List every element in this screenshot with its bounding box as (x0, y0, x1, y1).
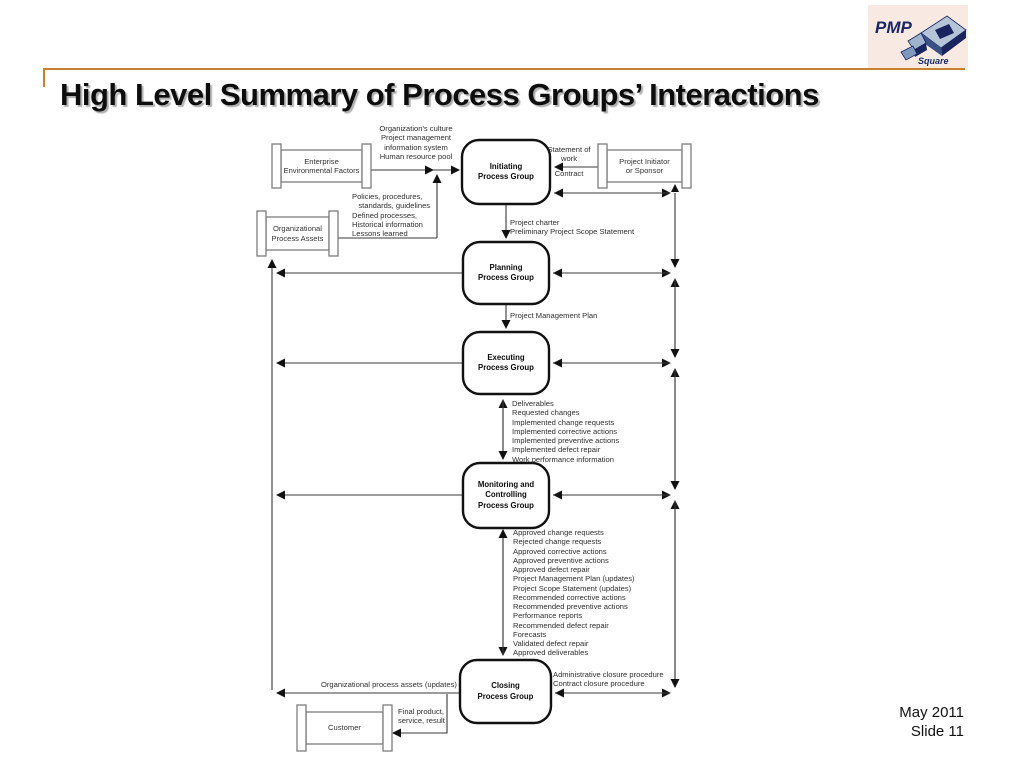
footer-date: May 2011 (899, 704, 964, 721)
accent-line-horizontal (43, 68, 965, 70)
monitoring-box (461, 461, 551, 530)
accent-line-corner (43, 68, 45, 87)
closing-label: Closing Process Group (477, 681, 534, 701)
initiating-outputs-label: Project charter Preliminary Project Scop… (510, 218, 635, 237)
monitoring-label: Monitoring and Controlling Process Group (477, 480, 535, 510)
footer-slide-number: Slide 11 (910, 722, 964, 740)
initiator-shape (597, 143, 692, 189)
logo-cube-icon: PMP Square (875, 15, 967, 66)
bus-top-arrow-icon (671, 184, 679, 192)
opa-shape (256, 210, 339, 257)
eef-shape (271, 143, 372, 189)
slide-footer: May 2011 Slide 11 (899, 704, 964, 742)
connector-lines (267, 162, 680, 738)
closing-outputs-label: Administrative closure procedure Contrac… (553, 670, 664, 689)
logo-text-square: Square (918, 56, 949, 66)
eef-label: Enterprise Environmental Factors (283, 156, 360, 175)
executing-label: Executing Process Group (478, 352, 534, 372)
contract-label: Contract (554, 169, 584, 178)
executing-outputs-label: Deliverables Requested changes Implement… (512, 399, 620, 464)
eef-outputs-label: Organization's culture Project managemen… (379, 124, 453, 161)
customer-shape (296, 704, 393, 752)
monitoring-outputs-label: Approved change requests Rejected change… (513, 528, 635, 658)
process-group-shapes (458, 138, 553, 725)
opa-updates-label: Organizational process assets (updates) (321, 680, 457, 689)
executing-box (461, 330, 551, 396)
logo-text-pmp: PMP (875, 18, 913, 37)
planning-box (461, 240, 551, 306)
entity-shapes (256, 143, 692, 752)
planning-label: Planning Process Group (478, 262, 534, 282)
opa-outputs-label: Policies, procedures, standards, guideli… (352, 192, 431, 238)
initiating-label: Initiating Process Group (478, 161, 534, 181)
final-product-label: Final product, service, result (398, 707, 445, 726)
initiator-label: Project Initiator or Sponsor (619, 156, 670, 175)
planning-output-label: Project Management Plan (510, 311, 598, 320)
closing-box (458, 658, 553, 725)
pmp-square-logo: PMP Square (868, 5, 968, 68)
statement-of-work-label: Statement of work (547, 145, 591, 164)
customer-label: Customer (328, 723, 361, 733)
initiating-box (460, 138, 552, 206)
opa-label: Organizational Process Assets (271, 224, 324, 243)
slide-title: High Level Summary of Process Groups’ In… (60, 77, 819, 112)
